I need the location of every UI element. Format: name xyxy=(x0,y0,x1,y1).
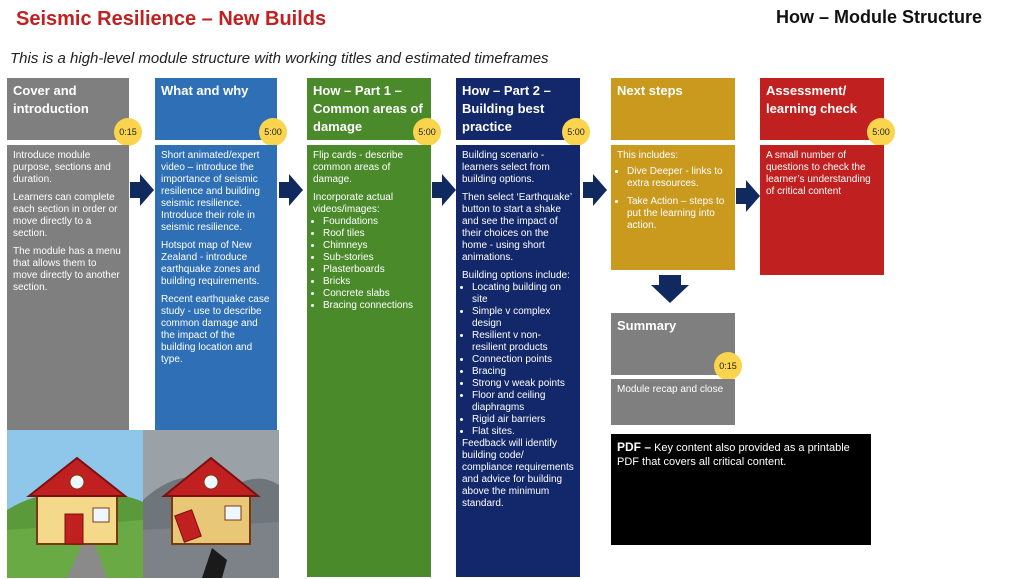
part1-time-badge: 5:00 xyxy=(413,118,441,146)
assessment-p1: A small number of questions to check the… xyxy=(766,150,871,197)
list-item: Flat sites. xyxy=(472,426,574,438)
assessment-time-badge: 5:00 xyxy=(867,118,895,146)
part2-body: Building scenario - learners select from… xyxy=(456,145,580,577)
cover-time-badge: 0:15 xyxy=(114,118,142,146)
page-title: Seismic Resilience – New Builds xyxy=(16,8,327,30)
list-item: Bricks xyxy=(323,276,425,288)
pdf-box: PDF – Key content also provided as a pri… xyxy=(611,434,871,545)
cover-p3: The module has a menu that allows them t… xyxy=(13,246,121,293)
part2-after: Feedback will identify building code/ co… xyxy=(462,438,574,509)
what-why-time-badge: 5:00 xyxy=(259,118,287,146)
assessment-header: Assessment/ learning check xyxy=(760,78,884,140)
part2-p1: Building scenario - learners select from… xyxy=(462,150,550,185)
list-item: Bracing connections xyxy=(323,300,425,312)
list-item: Roof tiles xyxy=(323,228,425,240)
summary-body: Module recap and close xyxy=(611,379,735,425)
part2-list: Locating building on site Simple v compl… xyxy=(462,282,574,438)
cover-body: Introduce module purpose, sections and d… xyxy=(7,145,129,430)
part2-p3: Building options include: xyxy=(462,270,570,281)
part2-time-badge: 5:00 xyxy=(562,118,590,146)
list-item: Take Action – steps to put the learning … xyxy=(627,196,729,232)
list-item: Resilient v non-resilient products xyxy=(472,330,574,354)
arrow-1 xyxy=(130,174,154,206)
what-why-p1: Short animated/expert video – introduce … xyxy=(161,150,260,233)
what-why-p3: Recent earthquake case study - use to de… xyxy=(161,294,270,365)
summary-title: Summary xyxy=(617,318,677,333)
next-steps-body: This includes: Dive Deeper - links to ex… xyxy=(611,145,735,270)
list-item: Concrete slabs xyxy=(323,288,425,300)
list-item: Bracing xyxy=(472,366,574,378)
part1-header: How – Part 1 – Common areas of damage xyxy=(307,78,431,140)
what-why-header: What and why xyxy=(155,78,277,140)
part1-p1: Flip cards - describe common areas of da… xyxy=(313,150,404,185)
arrow-down xyxy=(651,275,689,303)
list-item: Simple v complex design xyxy=(472,306,574,330)
part2-header: How – Part 2 – Building best practice xyxy=(456,78,580,140)
list-item: Connection points xyxy=(472,354,574,366)
list-item: Foundations xyxy=(323,216,425,228)
cover-header: Cover and introduction xyxy=(7,78,129,140)
arrow-4 xyxy=(583,174,607,206)
cover-p1: Introduce module purpose, sections and d… xyxy=(13,150,111,185)
list-item: Strong v weak points xyxy=(472,378,574,390)
part1-title: How – Part 1 – Common areas of damage xyxy=(313,83,423,134)
cover-p2: Learners can complete each section in or… xyxy=(13,192,118,239)
arrow-5 xyxy=(736,180,760,212)
part1-list: Foundations Roof tiles Chimneys Sub-stor… xyxy=(313,216,425,312)
house-illustration xyxy=(7,430,279,578)
part1-body: Flip cards - describe common areas of da… xyxy=(307,145,431,577)
section-title: How – Module Structure xyxy=(775,7,982,27)
next-steps-title: Next steps xyxy=(617,83,683,98)
next-steps-p1: This includes: xyxy=(617,150,679,161)
cover-title: Cover and introduction xyxy=(13,83,89,116)
part1-p2: Incorporate actual videos/images: xyxy=(313,192,394,215)
summary-text: Module recap and close xyxy=(617,384,724,395)
assessment-body: A small number of questions to check the… xyxy=(760,145,884,275)
list-item: Floor and ceiling diaphragms xyxy=(472,390,574,414)
pdf-label: PDF – xyxy=(617,440,652,454)
next-steps-header: Next steps xyxy=(611,78,735,140)
list-item: Dive Deeper - links to extra resources. xyxy=(627,166,729,190)
list-item: Sub-stories xyxy=(323,252,425,264)
arrow-2 xyxy=(279,174,303,206)
part2-p2: Then select ‘Earthquake’ button to start… xyxy=(462,192,572,263)
next-steps-list: Dive Deeper - links to extra resources. … xyxy=(617,166,729,232)
part2-title: How – Part 2 – Building best practice xyxy=(462,83,551,134)
list-item: Locating building on site xyxy=(472,282,574,306)
list-item: Plasterboards xyxy=(323,264,425,276)
summary-time-badge: 0:15 xyxy=(714,352,742,380)
what-why-title: What and why xyxy=(161,83,249,98)
what-why-body: Short animated/expert video – introduce … xyxy=(155,145,277,430)
list-item: Chimneys xyxy=(323,240,425,252)
assessment-title: Assessment/ learning check xyxy=(766,83,858,116)
pdf-text: Key content also provided as a printable… xyxy=(617,442,850,468)
list-item: Rigid air barriers xyxy=(472,414,574,426)
arrow-3 xyxy=(432,174,456,206)
what-why-p2: Hotspot map of New Zealand - introduce e… xyxy=(161,240,260,287)
page-subtitle: This is a high-level module structure wi… xyxy=(10,50,549,67)
